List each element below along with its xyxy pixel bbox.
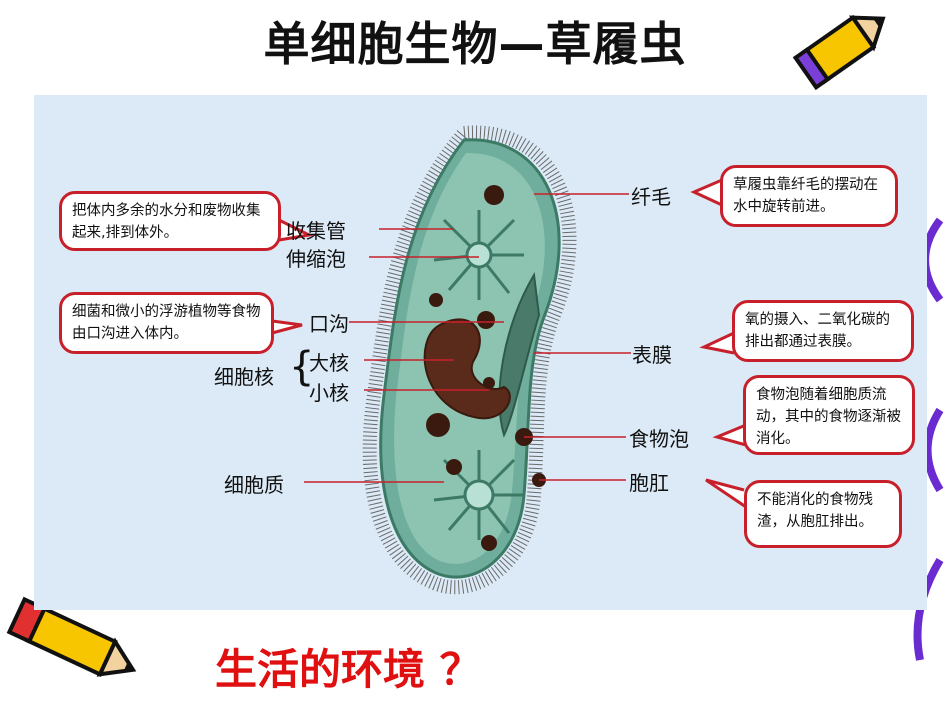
food-vacuole [429, 293, 443, 307]
label-macronucleus: 大核 [309, 351, 349, 375]
diagram-panel: 纤毛 收集管 伸缩泡 口沟 表膜 细胞核 { 大核 小核 食物泡 胞肛 细胞质 … [34, 95, 927, 610]
micronucleus [483, 377, 495, 389]
macronucleus [423, 318, 511, 420]
callout-anus: 不能消化的食物残渣，从胞肛排出。 [744, 480, 902, 548]
label-micronucleus: 小核 [309, 381, 349, 405]
brace: { [289, 344, 315, 390]
label-oral-groove: 口沟 [309, 312, 349, 336]
callout-food-vacuole: 食物泡随着细胞质流动，其中的食物逐渐被消化。 [743, 375, 915, 455]
cilia-fringe [362, 125, 577, 595]
label-cilia: 纤毛 [631, 185, 671, 209]
food-vacuole [484, 185, 504, 205]
callout-oral-groove: 细菌和微小的浮游植物等食物由口沟进入体内。 [59, 292, 274, 354]
contractile-vacuole-bottom [433, 450, 524, 540]
environment-question: 生活的环境 ？ [215, 645, 482, 694]
pencil-icon [792, 14, 886, 91]
label-contractile-vacuole: 伸缩泡 [286, 247, 346, 271]
callout-cilia: 草履虫靠纤毛的摆动在水中旋转前进。 [720, 165, 898, 227]
food-vacuole [477, 311, 495, 329]
callout-pointers [271, 178, 747, 509]
leader-lines [304, 193, 631, 483]
pencil-icon [6, 596, 137, 677]
label-food-vacuole: 食物泡 [629, 427, 689, 451]
label-anus: 胞肛 [629, 471, 669, 495]
page-title: 单细胞生物—草履虫 [263, 17, 687, 71]
callout-collecting: 把体内多余的水分和废物收集起来,排到体外。 [59, 191, 281, 251]
label-collecting-tube: 收集管 [286, 219, 346, 243]
label-nucleus: 细胞核 [214, 365, 274, 389]
label-cytoplasm: 细胞质 [224, 473, 284, 497]
contractile-vacuole-top [433, 210, 524, 300]
food-vacuole [481, 535, 497, 551]
paramecium-illustration [271, 125, 747, 595]
label-membrane: 表膜 [632, 343, 672, 367]
food-vacuole [446, 459, 462, 475]
food-vacuole [426, 413, 450, 437]
callout-membrane: 氧的摄入、二氧化碳的排出都通过表膜。 [732, 300, 914, 362]
